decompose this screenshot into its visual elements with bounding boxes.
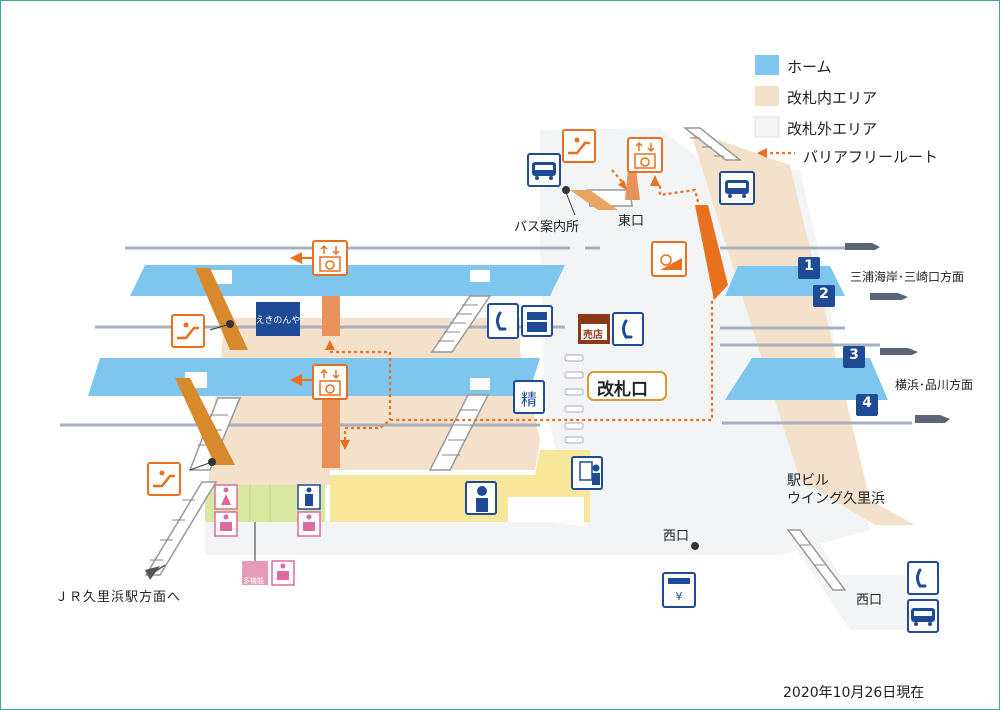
shop-icon — [578, 314, 610, 344]
legend-barrier-free-label: バリアフリールート — [803, 148, 939, 166]
outside-gate-lower-area — [205, 520, 780, 555]
track-3-badge: 3 — [849, 347, 859, 363]
ticket-gate-box — [587, 371, 667, 401]
svg-text:えきのんや: えきのんや — [256, 315, 301, 326]
direction-up-label: 三浦海岸･三崎口方面 — [850, 270, 965, 284]
east-exit-label: 東口 — [618, 214, 645, 229]
legend-inside-gate-label: 改札内エリア — [787, 89, 878, 107]
track-2-badge: 2 — [819, 286, 829, 302]
elevator-shaft-lower — [322, 396, 340, 468]
svg-text:¥: ¥ — [676, 590, 683, 603]
route-arrows — [290, 148, 767, 450]
legend-inside-swatch — [755, 86, 779, 106]
west-exit-center-label: 西口 — [663, 529, 690, 544]
gate-markers — [564, 354, 584, 444]
train-icons — [845, 243, 950, 423]
direction-down-label: 横浜･品川方面 — [895, 378, 974, 392]
station-building-label-1: 駅ビル — [787, 473, 829, 489]
track-1-badge: 1 — [804, 258, 814, 274]
shop-area-white-block — [508, 497, 584, 522]
barrier-free-route — [330, 151, 795, 440]
date-label: 2020年10月26日現在 — [783, 685, 925, 701]
legend-outside-gate-label: 改札外エリア — [787, 120, 878, 138]
bus-info-label: バス案内所 — [514, 220, 580, 235]
station-building-label-2: ウイング久里浜 — [787, 491, 885, 507]
store-logo — [256, 302, 300, 336]
leader-lines — [189, 186, 699, 570]
stair-steps — [150, 137, 825, 566]
multi-toilet-label: 多機能 — [243, 577, 264, 585]
platform-upper-left — [130, 265, 565, 296]
multi-toilet-icon — [242, 561, 268, 585]
ticket-gate-label: 改札口 — [597, 380, 648, 400]
to-jr-label: ＪＲ久里浜駅方面へ — [55, 590, 182, 605]
legend-outside-swatch — [754, 116, 780, 138]
track-4-badge: 4 — [862, 395, 872, 411]
track-badges — [798, 257, 878, 416]
inside-gate-area — [208, 318, 540, 485]
fare-adjust-icon: 精 — [521, 390, 538, 409]
outside-gate-west-area — [790, 530, 940, 630]
legend-platform-label: ホーム — [787, 58, 832, 76]
elevator-east-shaft — [625, 170, 640, 200]
escalators — [175, 190, 618, 465]
shop-icon-label: 売店 — [583, 330, 603, 341]
legend-platform-swatch — [755, 55, 779, 75]
platform-3-4-right — [725, 358, 888, 400]
west-exit-right-label: 西口 — [856, 593, 883, 608]
elevator-shaft-upper — [322, 296, 340, 336]
